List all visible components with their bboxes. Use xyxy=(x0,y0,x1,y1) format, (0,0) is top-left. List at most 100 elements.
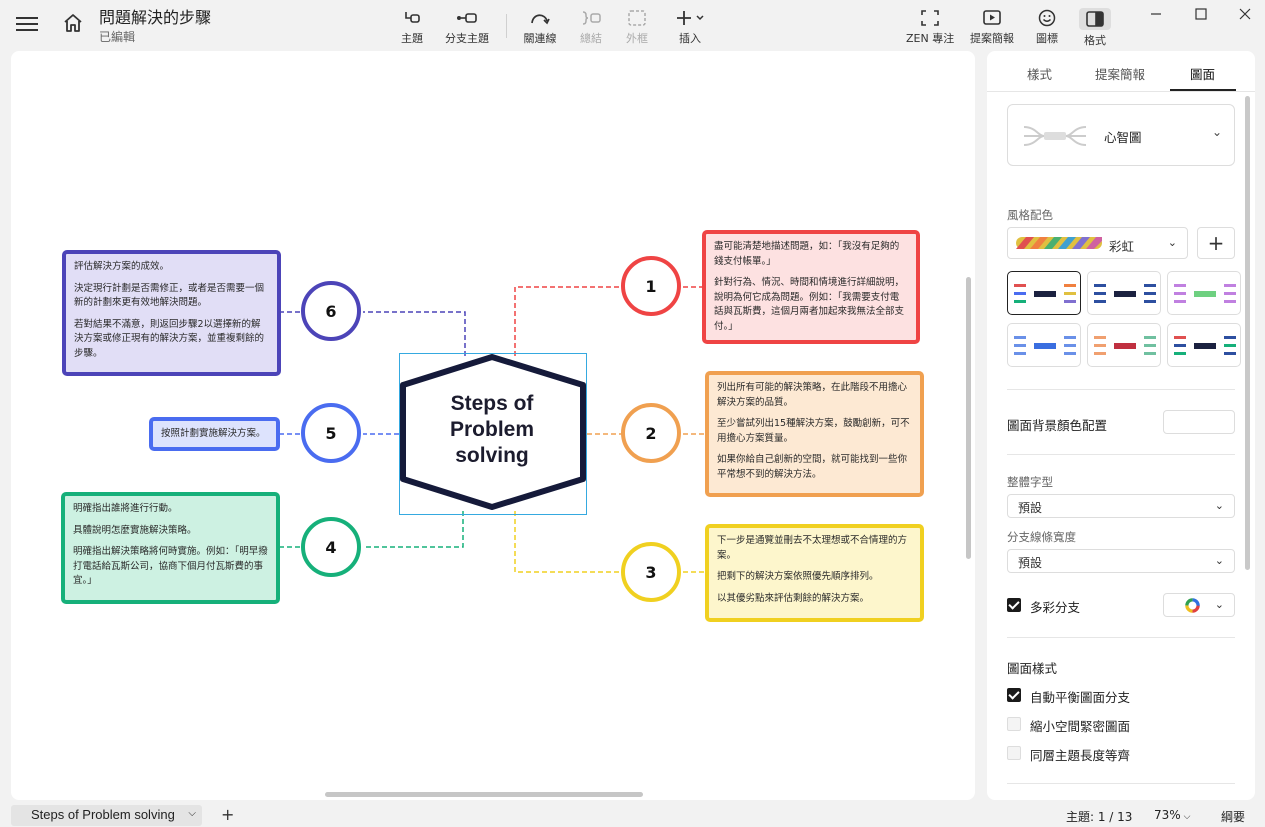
structure-selector[interactable]: 心智圖 ⌄ xyxy=(1007,104,1235,166)
step-3-node[interactable]: 3 xyxy=(621,542,681,602)
equal-width-label: 同層主題長度等齊 xyxy=(1030,748,1131,763)
rainbow-color-select[interactable]: ⌄ xyxy=(1163,593,1235,617)
plus-icon xyxy=(672,8,708,28)
theme-preview-icon xyxy=(1174,284,1236,303)
color-theme-select[interactable]: 彩虹 ⌄ xyxy=(1007,227,1188,259)
pitch-button[interactable]: 提案簡報 xyxy=(968,8,1016,46)
subtopic-icon xyxy=(444,8,490,28)
theme-preview-icon xyxy=(1094,336,1156,355)
plus-icon: + xyxy=(221,805,235,824)
step-6-node[interactable]: 6 xyxy=(301,281,361,341)
horizontal-scrollbar[interactable] xyxy=(325,792,643,797)
format-panel: 樣式 提案簡報 圖面 心智圖 ⌄ 風格配色 彩虹 ⌄ + xyxy=(987,51,1255,800)
divider xyxy=(1007,637,1235,638)
boundary-button[interactable]: 外框 xyxy=(624,8,650,46)
step-4-node[interactable]: 4 xyxy=(301,517,361,577)
vertical-scrollbar[interactable] xyxy=(966,277,971,559)
home-icon[interactable] xyxy=(62,12,84,34)
rainbow-branch-checkbox[interactable] xyxy=(1007,598,1021,612)
color-wheel-icon xyxy=(1185,598,1200,613)
step-3-note[interactable]: 下一步是通覽並刪去不太理想或不合情理的方案。 把剩下的解決方案依照優先順序排列。… xyxy=(705,524,924,622)
add-theme-button[interactable]: + xyxy=(1197,227,1235,259)
outline-button[interactable]: 綱要 xyxy=(1221,810,1246,824)
document-status: 已編輯 xyxy=(99,30,136,44)
summary-button[interactable]: 總結 xyxy=(578,8,604,46)
panel-tabs: 樣式 提案簡報 圖面 xyxy=(987,51,1255,92)
theme-option[interactable] xyxy=(1007,323,1081,367)
theme-option[interactable] xyxy=(1087,271,1161,315)
central-topic-selection[interactable] xyxy=(399,353,587,515)
insert-button[interactable]: 插入 xyxy=(672,8,708,46)
relationship-button[interactable]: 關連線 xyxy=(522,8,558,46)
panel-icon xyxy=(1079,8,1111,30)
step-1-note[interactable]: 盡可能清楚地描述問題，如：「我沒有足夠的錢支付帳單。」 針對行為、情況、時間和情… xyxy=(702,230,920,344)
status-bar: Steps of Problem solving ⌵ + 主題: 1 / 13 … xyxy=(0,802,1265,827)
chevron-down-icon: ⌄ xyxy=(1214,499,1224,512)
chevron-down-icon: ⌄ xyxy=(1211,125,1222,139)
font-label: 整體字型 xyxy=(1007,475,1053,489)
structure-name: 心智圖 xyxy=(1104,130,1142,145)
central-topic[interactable]: Steps of Problem solving xyxy=(449,392,535,467)
plus-icon: + xyxy=(1207,231,1225,255)
theme-preview-icon xyxy=(1094,284,1156,303)
maximize-icon[interactable] xyxy=(1191,4,1211,24)
mindmap-canvas[interactable]: Steps of Problem solving 1 2 3 4 5 6 盡可能… xyxy=(11,51,975,800)
relationship-icon xyxy=(522,8,558,28)
format-button[interactable]: 格式 xyxy=(1079,8,1111,48)
theme-preview-icon xyxy=(1014,336,1076,355)
divider xyxy=(1007,783,1235,784)
compact-map-label: 縮小空間緊密圖面 xyxy=(1030,719,1131,734)
rainbow-swatch-icon xyxy=(1016,237,1102,249)
branch-width-label: 分支線條寬度 xyxy=(1007,530,1076,544)
equal-width-checkbox[interactable] xyxy=(1007,746,1021,760)
map-style-label: 圖面樣式 xyxy=(1007,661,1058,676)
tab-map[interactable]: 圖面 xyxy=(1190,67,1216,82)
minimize-icon[interactable] xyxy=(1146,4,1166,24)
step-1-node[interactable]: 1 xyxy=(621,256,681,316)
compact-map-checkbox[interactable] xyxy=(1007,717,1021,731)
topic-icon xyxy=(398,8,426,28)
play-icon xyxy=(968,8,1016,28)
summary-icon xyxy=(578,8,604,28)
chevron-down-icon: ⌵ xyxy=(188,808,196,819)
zen-button[interactable]: ZEN 專注 xyxy=(906,8,954,46)
subtopic-button[interactable]: 分支主題 xyxy=(444,8,490,46)
chevron-down-icon: ⌄ xyxy=(1167,236,1177,249)
chevron-down-icon: ⌄ xyxy=(1214,554,1224,567)
theme-option[interactable] xyxy=(1167,271,1241,315)
branch-width-select[interactable]: 預設 ⌄ xyxy=(1007,549,1235,573)
tab-style[interactable]: 樣式 xyxy=(1027,67,1053,82)
balance-branches-checkbox[interactable] xyxy=(1007,688,1021,702)
sheet-tab[interactable]: Steps of Problem solving ⌵ xyxy=(11,805,202,826)
topic-count: 主題: 1 / 13 xyxy=(1066,810,1133,824)
step-6-note[interactable]: 評估解決方案的成效。 決定現行計劃是否需修正，或者是否需要一個新的計劃來更有效地… xyxy=(62,250,281,376)
step-5-node[interactable]: 5 xyxy=(301,403,361,463)
close-icon[interactable] xyxy=(1235,4,1255,24)
branch-lines xyxy=(279,286,706,573)
menu-icon[interactable] xyxy=(16,14,38,34)
divider xyxy=(1007,389,1235,390)
panel-scrollbar[interactable] xyxy=(1245,96,1250,570)
icon-button[interactable]: 圖標 xyxy=(1034,8,1060,46)
background-color-picker[interactable] xyxy=(1163,410,1235,434)
font-select[interactable]: 預設 ⌄ xyxy=(1007,494,1235,518)
zoom-select[interactable]: 73%⌵ xyxy=(1154,808,1191,822)
step-2-node[interactable]: 2 xyxy=(621,403,681,463)
tab-pitch[interactable]: 提案簡報 xyxy=(1095,67,1146,82)
mindmap-structure-icon xyxy=(1023,126,1087,146)
theme-preview-icon xyxy=(1014,284,1076,303)
fullscreen-icon xyxy=(906,8,954,28)
boundary-icon xyxy=(624,8,650,28)
active-tab-indicator xyxy=(1170,89,1236,91)
step-4-note[interactable]: 明確指出誰將進行行動。 具體說明怎麼實施解決策略。 明確指出解決策略將何時實施。… xyxy=(61,492,280,604)
theme-option[interactable] xyxy=(1087,323,1161,367)
add-sheet-button[interactable]: + xyxy=(221,805,234,824)
theme-option[interactable] xyxy=(1007,271,1081,315)
theme-preview-icon xyxy=(1174,336,1236,355)
step-5-note[interactable]: 按照計劃實施解決方案。 xyxy=(149,417,280,451)
topic-button[interactable]: 主題 xyxy=(398,8,426,46)
step-2-note[interactable]: 列出所有可能的解決策略，在此階段不用擔心解決方案的品質。 至少嘗試列出15種解決… xyxy=(705,371,924,497)
chevron-down-icon: ⌵ xyxy=(1183,812,1191,822)
theme-option[interactable] xyxy=(1167,323,1241,367)
tabs-divider xyxy=(987,91,1255,92)
